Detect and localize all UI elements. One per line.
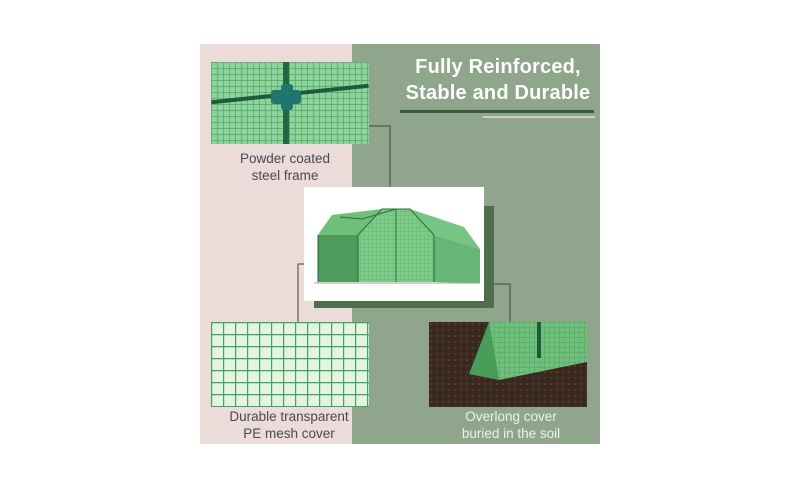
frame-caption: Powder coated steel frame <box>239 151 331 183</box>
pe-mesh-photo <box>211 322 369 407</box>
headline-underline-light <box>483 116 595 118</box>
headline-underline-dark <box>400 110 594 113</box>
soil-caption: Overlong cover buried in the soil <box>461 409 561 441</box>
steel-frame-photo <box>211 62 369 144</box>
headline: Fully Reinforced, Stable and Durable <box>400 54 596 106</box>
mesh-caption: Durable transparent PE mesh cover <box>229 409 349 441</box>
greenhouse-photo <box>304 187 484 301</box>
soil-cover-photo <box>429 322 587 407</box>
product-feature-panel: Fully Reinforced, Stable and Durable Pow… <box>200 44 600 444</box>
headline-line-1: Fully Reinforced, <box>415 56 581 78</box>
headline-line-2: Stable and Durable <box>405 82 591 104</box>
